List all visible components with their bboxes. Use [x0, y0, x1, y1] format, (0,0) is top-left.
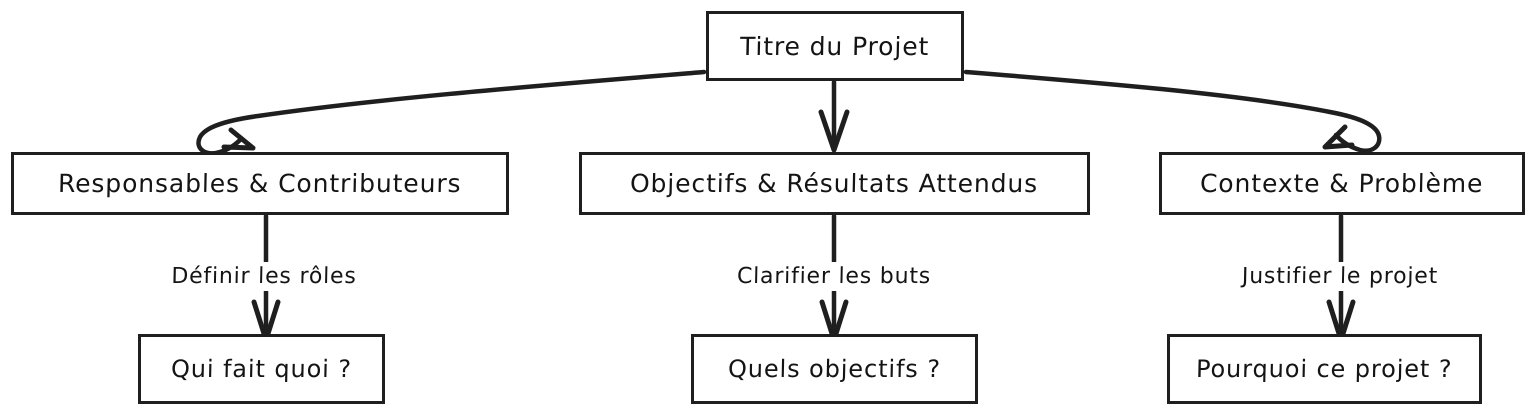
edge-title-to-roles: [196, 69, 707, 156]
node-label: Qui fait quoi ?: [170, 355, 353, 383]
node-titre-du-projet[interactable]: Titre du Projet: [706, 11, 964, 81]
edge-title-to-objectives-arrowhead: [818, 109, 850, 153]
node-contexte-probleme[interactable]: Contexte & Problème: [1159, 152, 1525, 215]
node-responsables-contributeurs[interactable]: Responsables & Contributeurs: [11, 152, 509, 215]
edge-label-justifier-le-projet: Justifier le projet: [1232, 262, 1448, 291]
edge-label-clarifier-les-buts: Clarifier les buts: [727, 262, 941, 291]
node-quels-objectifs[interactable]: Quels objectifs ?: [691, 334, 978, 404]
node-label: Objectifs & Résultats Attendus: [630, 169, 1039, 198]
edge-title-to-context-arrowhead: [1322, 124, 1355, 150]
node-pourquoi-ce-projet[interactable]: Pourquoi ce projet ?: [1167, 334, 1482, 404]
node-objectifs-resultats-attendus[interactable]: Objectifs & Résultats Attendus: [579, 152, 1090, 215]
node-label: Titre du Projet: [740, 31, 930, 61]
edge-title-to-context: [963, 69, 1382, 153]
node-label: Pourquoi ce projet ?: [1195, 355, 1454, 383]
node-qui-fait-quoi[interactable]: Qui fait quoi ?: [138, 334, 385, 404]
node-label: Responsables & Contributeurs: [57, 169, 463, 198]
edge-label-definir-les-roles: Définir les rôles: [162, 262, 366, 291]
node-label: Contexte & Problème: [1199, 169, 1485, 198]
edge-title-to-roles-arrowhead: [221, 127, 256, 151]
node-label: Quels objectifs ?: [727, 355, 942, 383]
